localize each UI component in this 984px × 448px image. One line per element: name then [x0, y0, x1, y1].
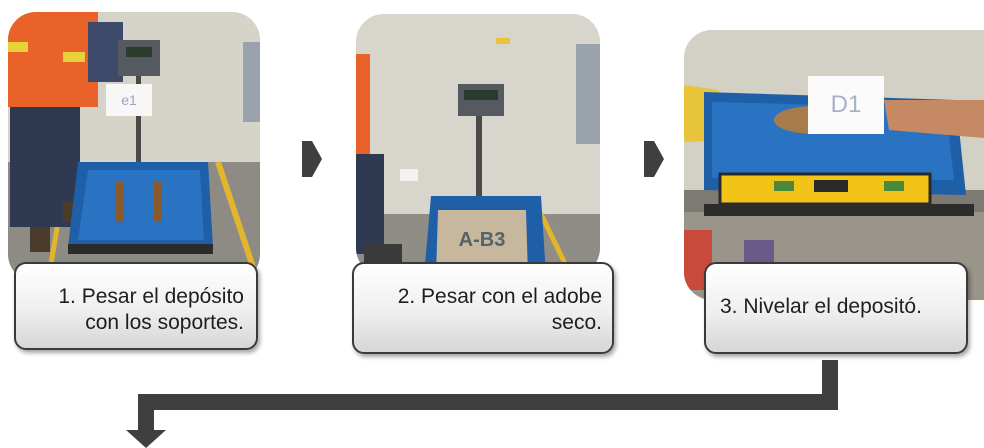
flow-connector-down	[138, 394, 154, 434]
step-3-photo: D1	[684, 30, 984, 300]
step-2-caption: 2. Pesar con el adobe seco.	[352, 262, 614, 354]
step-3-paper: D1	[808, 76, 884, 134]
step-1-photo: e1	[8, 12, 260, 282]
step-3-caption: 3. Nivelar el depositó.	[704, 262, 968, 354]
step-1-photo-graphic: e1	[8, 12, 260, 282]
arrow-down-icon	[126, 430, 166, 448]
step-2-photo-graphic: A-B3	[356, 14, 600, 276]
step-2-adobe-label: A-B3	[459, 229, 506, 251]
step-2-caption-line1: 2. Pesar con el adobe	[397, 285, 602, 308]
step-3-paper-label: D1	[831, 91, 862, 118]
step-1-caption-line2: con los soportes.	[85, 311, 244, 334]
chevron-right-icon	[302, 141, 322, 177]
step-1-caption: 1. Pesar el depósito con los soportes.	[14, 262, 258, 350]
step-1-caption-line1: 1. Pesar el depósito	[58, 285, 244, 308]
step-2-photo: A-B3	[356, 14, 600, 276]
flow-connector-horizontal	[138, 394, 838, 410]
step-3-photo-graphic: D1	[684, 30, 984, 300]
step-3-caption-line1: 3. Nivelar el depositó.	[720, 295, 922, 318]
step-2-caption-line2: seco.	[551, 311, 602, 334]
step-1-paper: e1	[106, 84, 152, 116]
step-1-paper-label: e1	[121, 92, 137, 108]
chevron-right-icon	[644, 141, 664, 177]
